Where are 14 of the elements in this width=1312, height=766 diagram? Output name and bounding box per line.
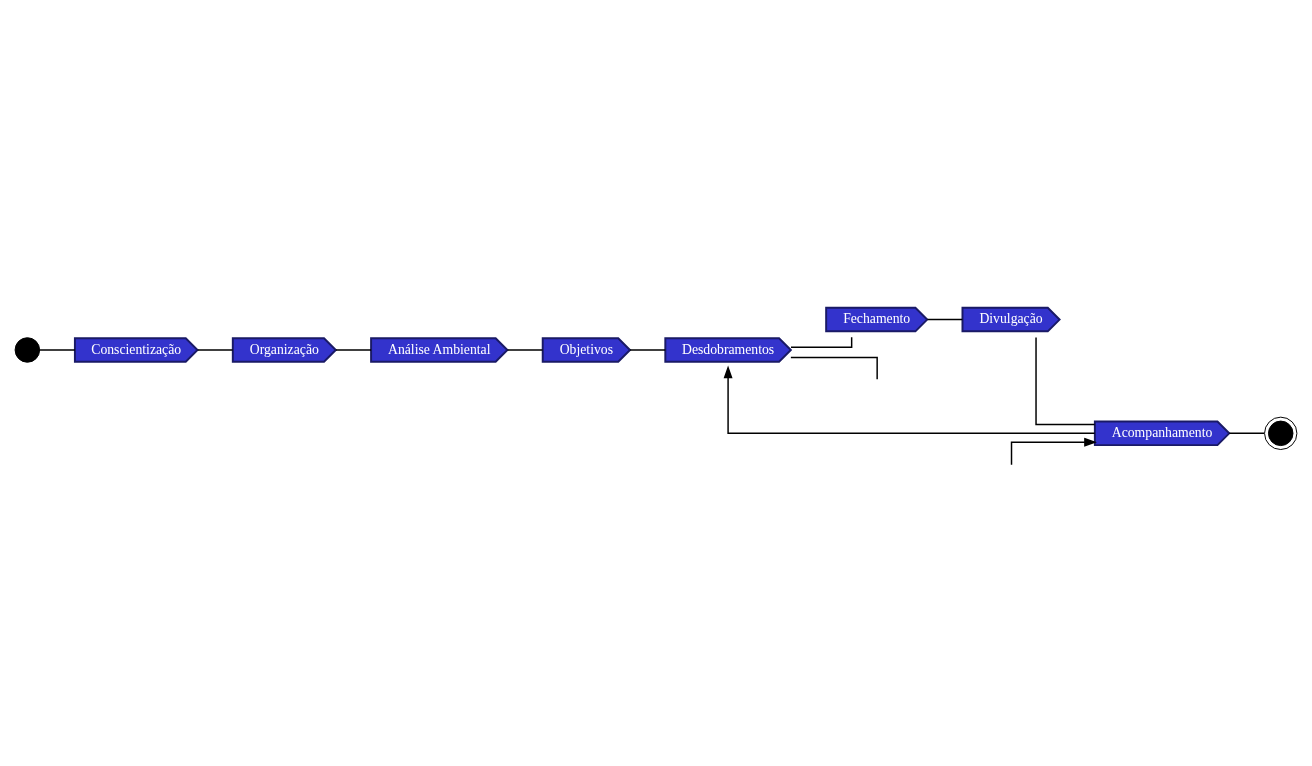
connector	[335, 348, 372, 351]
connector	[506, 348, 544, 351]
connector	[39, 348, 76, 351]
connector	[790, 336, 853, 348]
connector	[197, 348, 234, 351]
connector	[1035, 336, 1096, 425]
connector	[926, 318, 964, 320]
node-circle	[14, 336, 41, 363]
connector	[629, 348, 666, 351]
connector	[1228, 432, 1265, 434]
connector	[790, 356, 878, 380]
node-circle	[1264, 416, 1298, 450]
arrow	[723, 364, 1096, 434]
arrow	[1010, 437, 1097, 465]
